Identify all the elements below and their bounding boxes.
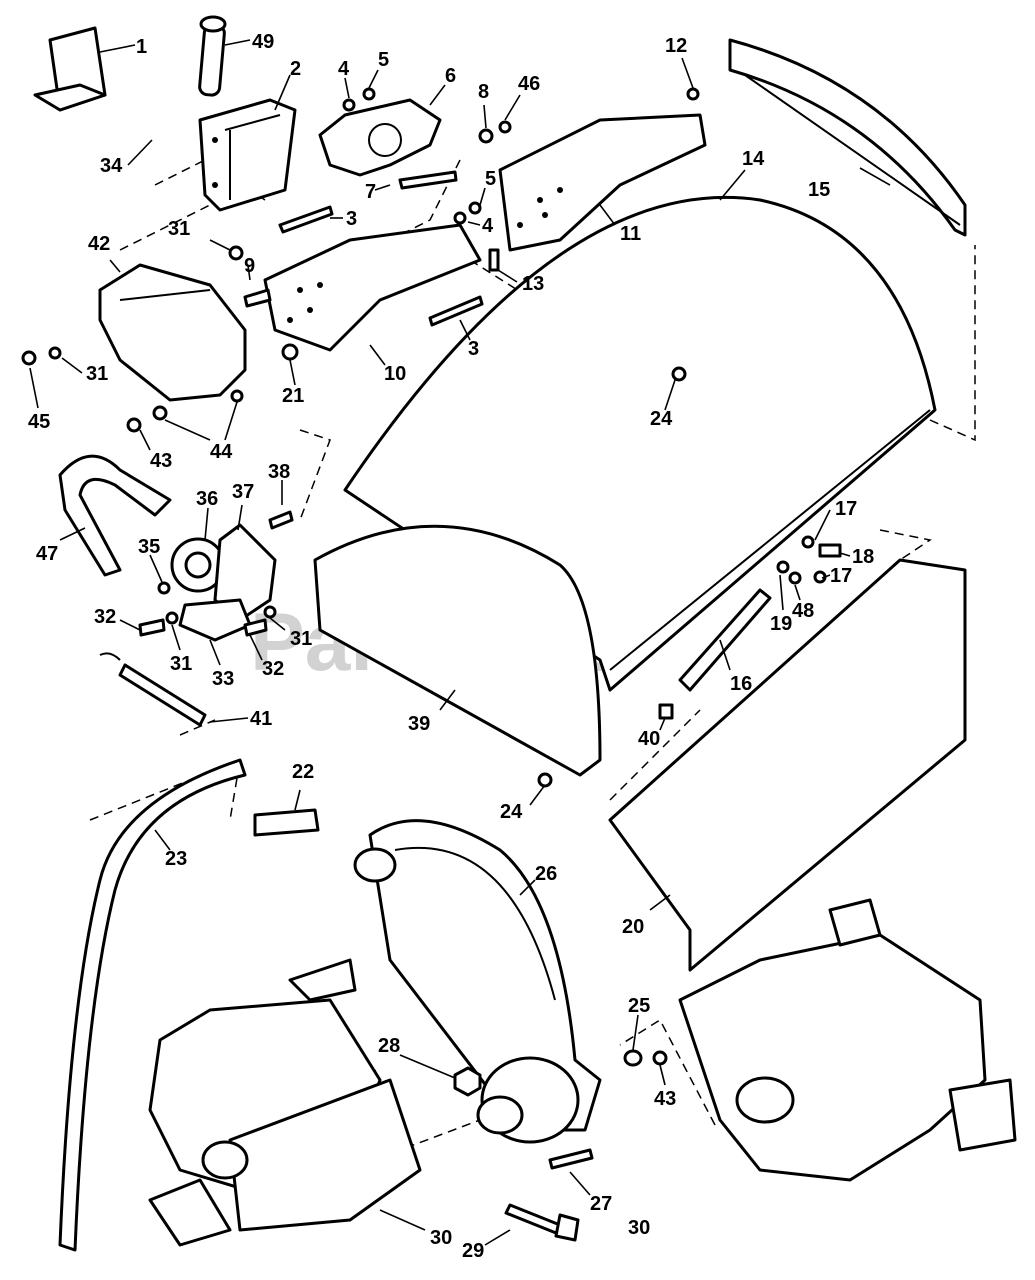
callout-4: 4: [338, 58, 350, 80]
callout-38: 38: [268, 461, 290, 483]
callout-39: 39: [408, 713, 430, 735]
callout-27: 27: [590, 1193, 612, 1215]
callout-31: 31: [168, 218, 190, 240]
part-47-handle: [58, 454, 172, 577]
callout-5: 5: [378, 49, 389, 71]
callout-30: 30: [430, 1227, 452, 1249]
callout-22: 22: [292, 761, 314, 783]
callout-31: 31: [170, 653, 192, 675]
part-28-nut: [453, 1066, 482, 1097]
small-hardware: [21, 87, 842, 1066]
callout-25: 25: [628, 995, 650, 1017]
part-26-chain-case: [353, 819, 602, 1132]
callout-45: 45: [28, 411, 50, 433]
callout-42: 42: [88, 233, 110, 255]
part-39-side-shield: [313, 524, 602, 777]
callout-26: 26: [535, 863, 557, 885]
callout-47: 47: [36, 543, 58, 565]
callout-30: 30: [628, 1217, 650, 1239]
callout-21: 21: [282, 385, 304, 407]
callout-1: 1: [136, 36, 147, 58]
callout-34: 34: [100, 155, 123, 177]
callout-46: 46: [518, 73, 540, 95]
part-1-bracket: [33, 26, 107, 112]
callout-4: 4: [482, 215, 494, 237]
callout-24: 24: [500, 801, 523, 823]
part-6-plate: [318, 98, 442, 177]
callout-9: 9: [244, 255, 255, 277]
callout-24: 24: [650, 408, 673, 430]
callout-31: 31: [86, 363, 108, 385]
part-29-bolt: [504, 1203, 580, 1242]
callout-3: 3: [346, 208, 357, 230]
part-25-spacer: [623, 1049, 643, 1067]
part-49-pin: [198, 15, 227, 97]
callout-40: 40: [638, 728, 660, 750]
part-41-spring: [99, 652, 207, 727]
part-42-housing: [98, 263, 247, 402]
part-16-bar: [678, 588, 772, 692]
part-33-bracket: [178, 598, 252, 642]
part-11-plate: [498, 113, 707, 252]
callout-41: 41: [250, 708, 272, 730]
callout-6: 6: [445, 65, 456, 87]
callout-19: 19: [770, 613, 792, 635]
part-30-right-tine-assembly: [678, 898, 1017, 1182]
callout-17: 17: [830, 565, 852, 587]
part-27-bolt: [548, 1148, 594, 1170]
callout-7: 7: [365, 181, 376, 203]
callout-14: 14: [742, 148, 765, 170]
part-22-sleeve: [253, 808, 320, 837]
callout-32: 32: [94, 606, 116, 628]
callout-8: 8: [478, 81, 489, 103]
callout-49: 49: [252, 31, 274, 53]
callout-36: 36: [196, 488, 218, 510]
callout-43: 43: [654, 1088, 676, 1110]
callout-18: 18: [852, 546, 874, 568]
callout-15: 15: [808, 179, 830, 201]
callout-28: 28: [378, 1035, 400, 1057]
callout-33: 33: [212, 668, 234, 690]
part-23-belt: [58, 758, 247, 1252]
callout-2: 2: [290, 58, 301, 80]
callout-16: 16: [730, 673, 752, 695]
callout-35: 35: [138, 536, 160, 558]
callout-31: 31: [290, 628, 312, 650]
leader-lines: [29, 39, 891, 1246]
callout-43: 43: [150, 450, 172, 472]
part-20-flap: [608, 558, 967, 972]
callout-3: 3: [468, 338, 479, 360]
callout-23: 23: [165, 848, 187, 870]
part-gearbox-hub: [476, 1056, 580, 1144]
callout-10: 10: [384, 363, 406, 385]
callout-5: 5: [485, 168, 496, 190]
part-2-mount-block: [198, 98, 297, 212]
callout-labels: 1 49 2 4 5 6 8 46 12 34 7 5 4 14 15 31 3…: [28, 31, 874, 1262]
callout-17: 17: [835, 498, 857, 520]
callout-32: 32: [262, 658, 284, 680]
callout-12: 12: [665, 35, 687, 57]
callout-37: 37: [232, 481, 254, 503]
part-15-rear-shield: [728, 38, 967, 237]
callout-13: 13: [522, 273, 544, 295]
callout-48: 48: [792, 600, 814, 622]
callout-11: 11: [620, 223, 641, 245]
callout-44: 44: [210, 441, 233, 463]
part-10-bracket: [263, 223, 482, 352]
callout-20: 20: [622, 916, 644, 938]
callout-29: 29: [462, 1240, 484, 1262]
part-37-arm: [213, 523, 277, 622]
part-30-left-tine-assembly: [148, 958, 422, 1247]
